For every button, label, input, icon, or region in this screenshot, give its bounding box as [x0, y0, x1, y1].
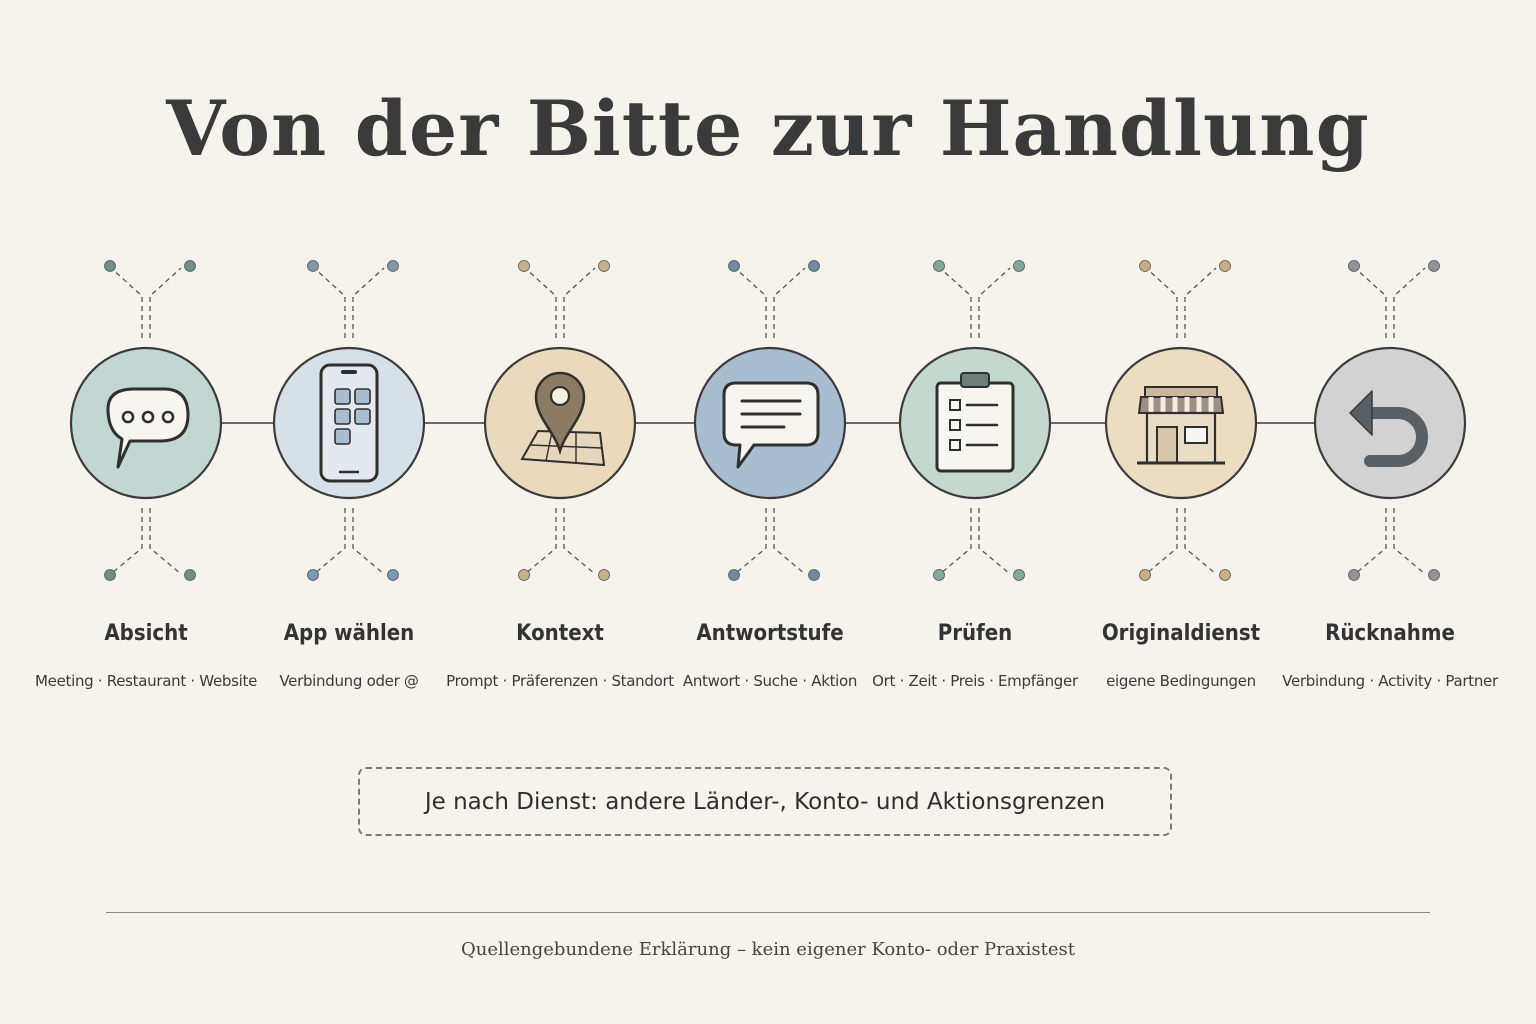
step-label: Kontext [516, 621, 604, 646]
branch-bottom [933, 508, 1025, 581]
node-dot [728, 260, 740, 272]
branch-bottom [1348, 508, 1440, 581]
node-dot [1139, 569, 1151, 581]
branch-top [1139, 260, 1231, 338]
node-dot [933, 569, 945, 581]
step-circle [1313, 346, 1467, 500]
step-label: Antwortstufe [696, 621, 844, 646]
branch-bottom [1139, 508, 1231, 581]
branch-bottom [728, 508, 820, 581]
step-subtitle: Verbindung oder @ [279, 672, 419, 690]
note-text: Je nach Dienst: andere Länder-, Konto- u… [424, 788, 1106, 815]
branch-bottom [104, 508, 196, 581]
storefront-icon [1137, 386, 1225, 465]
step-subtitle: Antwort · Suche · Aktion [682, 672, 858, 690]
node-dot [808, 569, 820, 581]
branch-top [728, 260, 820, 338]
node-dot [1428, 569, 1440, 581]
node-dot [808, 260, 820, 272]
footer-text: Quellengebundene Erklärung – kein eigene… [460, 939, 1076, 960]
speech-bubble-lines-icon [722, 381, 820, 469]
clipboard-checklist-icon [935, 372, 1015, 473]
node-dot [728, 569, 740, 581]
node-dot [387, 260, 399, 272]
page-title: Von der Bitte zur Handlung [166, 84, 1370, 173]
node-dot [387, 569, 399, 581]
node-dot [1219, 260, 1231, 272]
note-box: Je nach Dienst: andere Länder-, Konto- u… [358, 767, 1172, 836]
node-dot [1139, 260, 1151, 272]
node-dot [1219, 569, 1231, 581]
node-dot [307, 260, 319, 272]
step-label: Rücknahme [1325, 621, 1455, 646]
step-subtitle: eigene Bedingungen [1106, 672, 1256, 690]
map-pin-icon [520, 371, 606, 467]
smartphone-icon [319, 363, 379, 483]
branch-top [518, 260, 610, 338]
step-subtitle: Meeting · Restaurant · Website [35, 672, 257, 690]
node-dot [518, 569, 530, 581]
node-dot [1013, 569, 1025, 581]
step-label: Absicht [104, 621, 188, 646]
speech-bubble-dots-icon [106, 387, 190, 469]
branch-top [307, 260, 399, 338]
branch-top [104, 260, 196, 338]
branch-bottom [518, 508, 610, 581]
branch-top [1348, 260, 1440, 338]
node-dot [307, 569, 319, 581]
node-dot [104, 569, 116, 581]
node-dot [518, 260, 530, 272]
node-dot [1348, 260, 1360, 272]
node-dot [1428, 260, 1440, 272]
step-subtitle: Prompt · Präferenzen · Standort [446, 672, 674, 690]
step-label: Prüfen [937, 621, 1013, 646]
step-label: App wählen [283, 621, 415, 646]
step-label: Originaldienst [1101, 621, 1261, 646]
branch-top [933, 260, 1025, 338]
divider [106, 912, 1430, 913]
node-dot [1013, 260, 1025, 272]
node-dot [598, 569, 610, 581]
node-dot [933, 260, 945, 272]
step-subtitle: Ort · Zeit · Preis · Empfänger [872, 672, 1078, 690]
step-subtitle: Verbindung · Activity · Partner [1282, 672, 1498, 690]
node-dot [184, 260, 196, 272]
branch-bottom [307, 508, 399, 581]
node-dot [184, 569, 196, 581]
node-dot [104, 260, 116, 272]
node-dot [598, 260, 610, 272]
node-dot [1348, 569, 1360, 581]
undo-arrow-icon [1349, 390, 1428, 467]
